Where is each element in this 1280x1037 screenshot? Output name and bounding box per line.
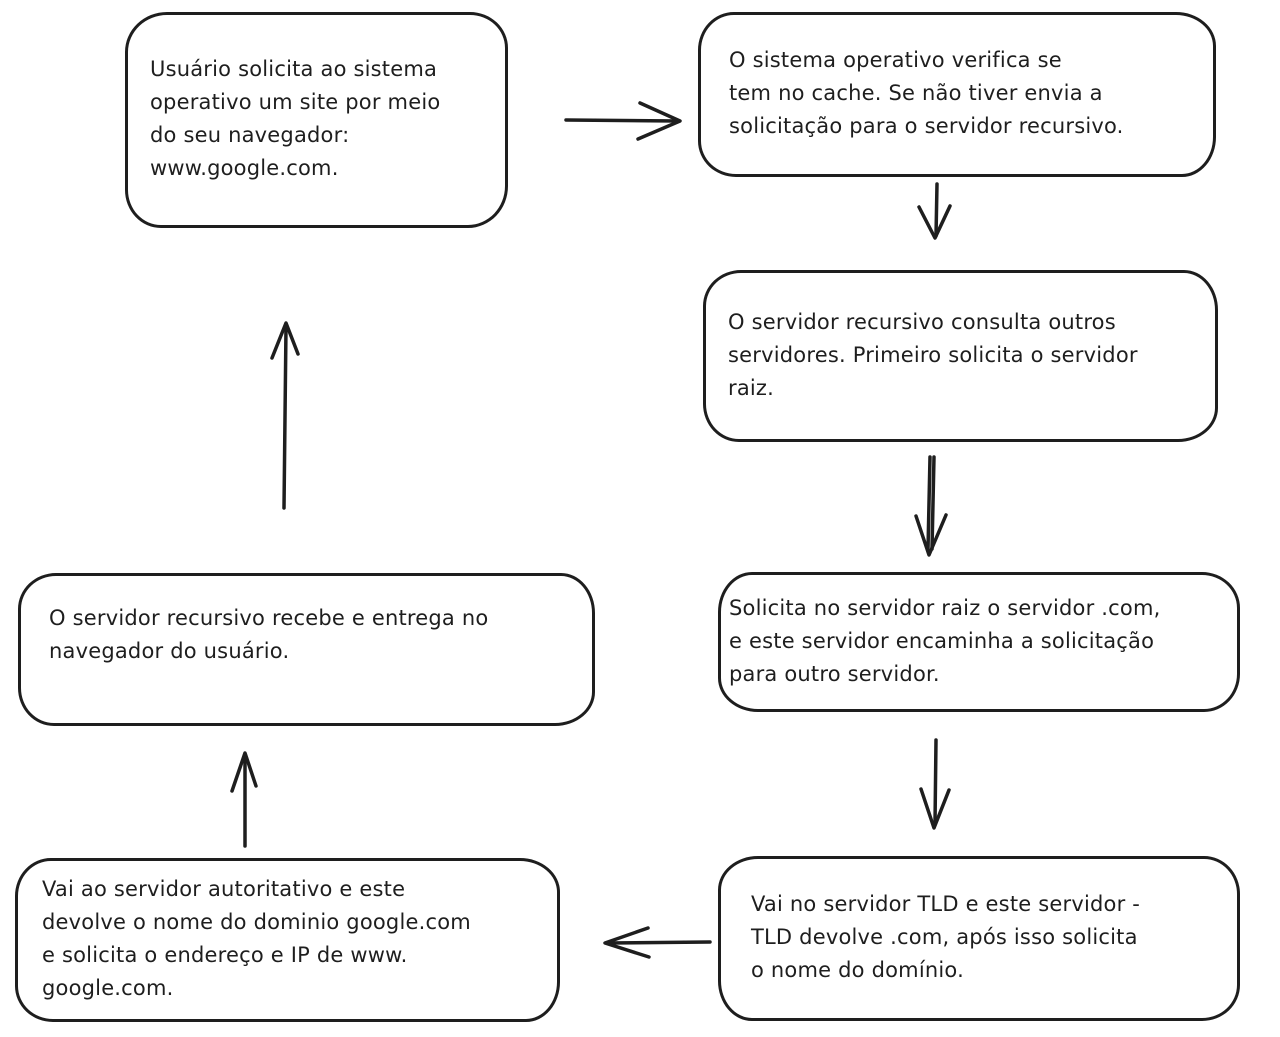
arrow-delivery-to-user (270, 321, 300, 510)
arrow-tld-to-authoritative (603, 926, 712, 959)
arrow-os-to-recursive (917, 182, 952, 240)
node-root-request-text: Solicita no servidor raiz o servidor .co… (729, 595, 1161, 686)
arrow-root-to-tld (919, 738, 951, 830)
node-user-request-text: Usuário solicita ao sistema operativo um… (150, 57, 441, 180)
node-recursive-delivers: O servidor recursivo recebe e entrega no… (18, 573, 595, 726)
node-recursive-consults: O servidor recursivo consulta outros ser… (703, 270, 1218, 442)
node-authoritative-server: Vai ao servidor autoritativo e este devo… (15, 858, 560, 1022)
node-os-cache-check-text: O sistema operativo verifica se tem no c… (729, 48, 1124, 138)
arrow-user-to-os (564, 101, 682, 141)
arrow-recursive-to-root (914, 455, 948, 557)
node-recursive-consults-text: O servidor recursivo consulta outros ser… (728, 309, 1138, 400)
node-authoritative-server-text: Vai ao servidor autoritativo e este devo… (42, 877, 471, 1000)
node-tld-server-text: Vai no servidor TLD e este servidor - TL… (751, 892, 1141, 982)
arrow-authoritative-to-delivery (230, 751, 258, 848)
node-tld-server: Vai no servidor TLD e este servidor - TL… (718, 856, 1240, 1021)
node-user-request: Usuário solicita ao sistema operativo um… (125, 12, 508, 228)
node-root-request: Solicita no servidor raiz o servidor .co… (718, 572, 1240, 712)
node-os-cache-check: O sistema operativo verifica se tem no c… (698, 12, 1216, 177)
node-recursive-delivers-text: O servidor recursivo recebe e entrega no… (49, 605, 489, 663)
